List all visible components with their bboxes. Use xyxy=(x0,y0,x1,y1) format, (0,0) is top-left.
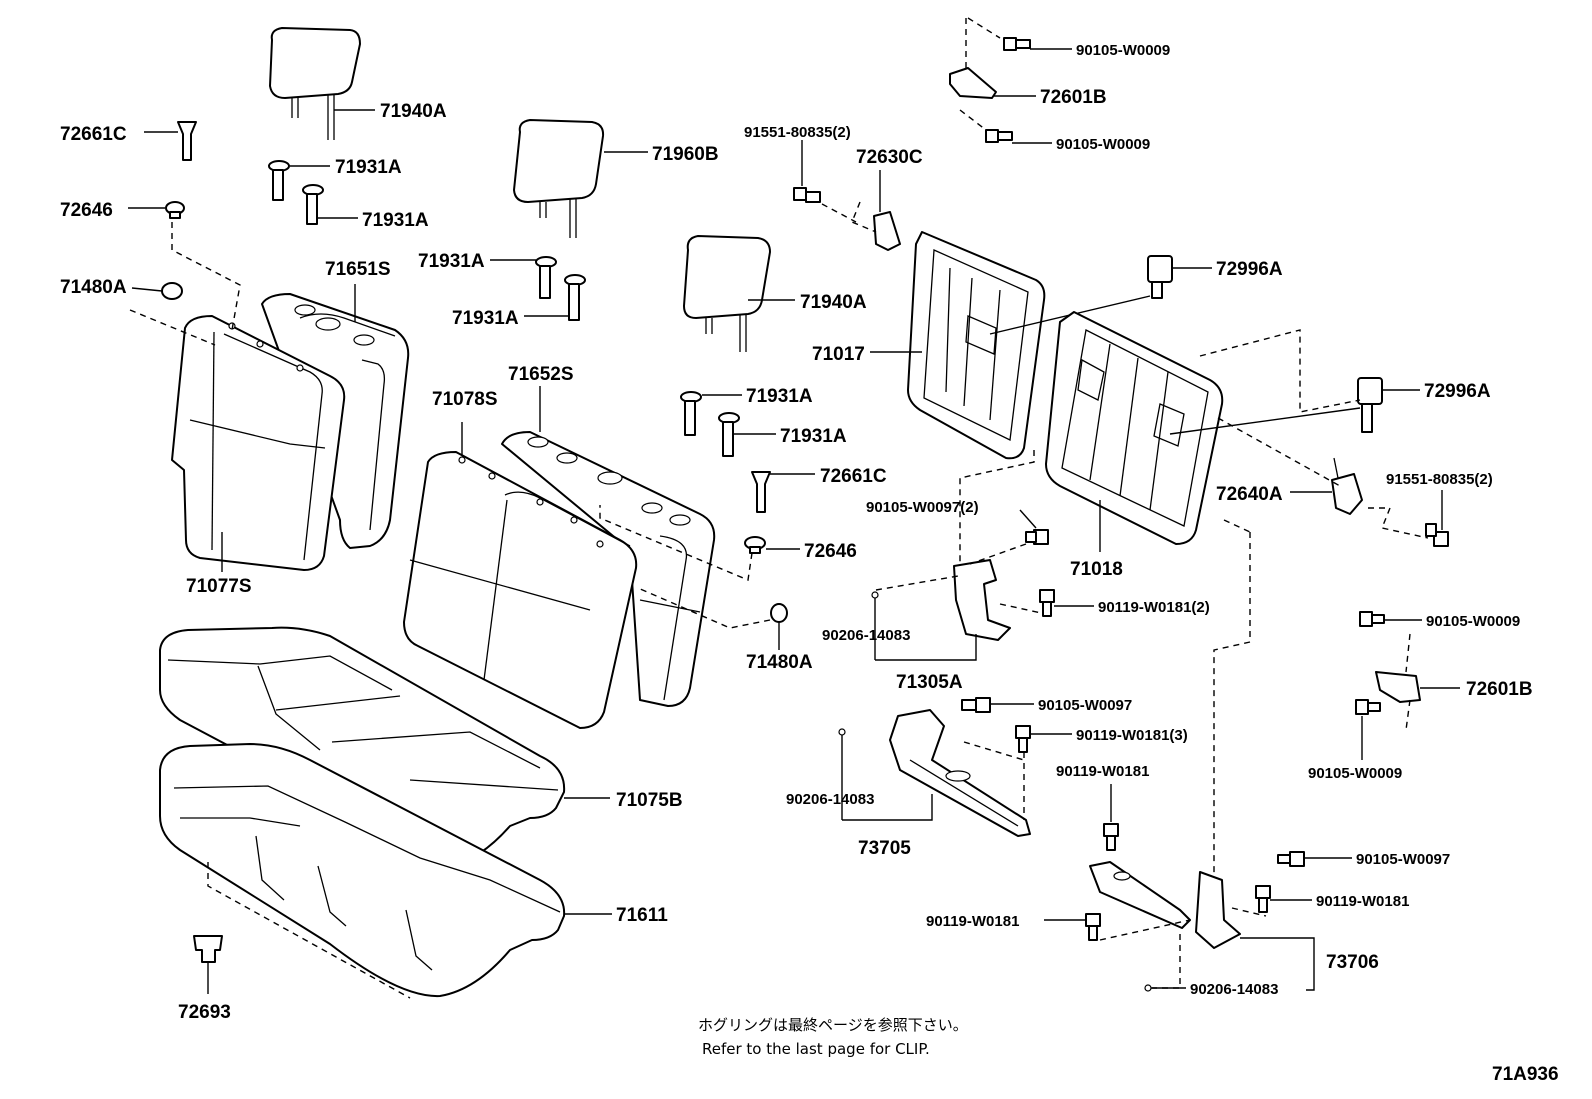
label-72646-mid: 72646 xyxy=(804,541,857,562)
label-72661C-mid: 72661C xyxy=(820,466,887,487)
guide-71931A-a xyxy=(268,160,290,201)
bracket-73705 xyxy=(889,709,1031,837)
label-71652S: 71652S xyxy=(508,364,574,385)
bolt-90105-W0097-right xyxy=(1277,851,1305,867)
label-72996A-top: 72996A xyxy=(1216,259,1283,280)
label-71651S: 71651S xyxy=(325,259,391,280)
label-71931A-a: 71931A xyxy=(335,157,402,178)
headrest-71960B xyxy=(513,119,605,238)
seatback-cover-71077S xyxy=(171,315,346,571)
guide-71931A-c xyxy=(535,256,557,299)
label-71940A-mid: 71940A xyxy=(800,292,867,313)
label-72646-left: 72646 xyxy=(60,200,113,221)
label-71078S: 71078S xyxy=(432,389,498,410)
clip-72646-left xyxy=(165,201,185,219)
bolt-90119-W0181-2x xyxy=(1039,589,1055,617)
label-71480A-left: 71480A xyxy=(60,277,127,298)
bolt-90105-W0097-2x xyxy=(1025,529,1049,545)
label-71931A-d: 71931A xyxy=(452,308,519,329)
label-91551-80835-right: 91551-80835(2) xyxy=(1386,471,1493,488)
hinge-72640A xyxy=(1331,457,1363,515)
label-71931A-e: 71931A xyxy=(746,386,813,407)
label-90119-W0181-2x: 90119-W0181(2) xyxy=(1098,599,1210,616)
clip-72693 xyxy=(193,935,223,963)
seatback-frame-71018 xyxy=(1045,311,1224,545)
bolt-90105-W0009-right1 xyxy=(1359,611,1385,627)
clip-72661C-mid xyxy=(751,471,771,513)
bolt-90105-W0097-mid xyxy=(961,697,991,713)
bolt-90105-W0009-top2 xyxy=(985,129,1013,143)
label-90105-W0097-mid: 90105-W0097 xyxy=(1038,697,1132,714)
label-71017: 71017 xyxy=(812,344,865,365)
label-90206-14083-b: 90206-14083 xyxy=(786,791,874,808)
label-72640A: 72640A xyxy=(1216,484,1283,505)
label-72601B-right: 72601B xyxy=(1466,679,1533,700)
label-90119-W0181-3x: 90119-W0181(3) xyxy=(1076,727,1188,744)
hinge-72630C xyxy=(873,211,901,251)
label-72661C-left: 72661C xyxy=(60,124,127,145)
guide-71931A-d xyxy=(564,274,586,321)
headrest-71940A-mid xyxy=(683,235,771,352)
note-english: Refer to the last page for CLIP. xyxy=(702,1040,930,1058)
label-90206-14083-a: 90206-14083 xyxy=(822,627,910,644)
guide-71931A-f xyxy=(718,412,740,457)
seatback-cover-71652S xyxy=(501,431,716,707)
label-90105-W0009-top2: 90105-W0009 xyxy=(1056,136,1150,153)
bolt-90119-W0181-3x xyxy=(1015,725,1031,753)
label-72996A-right: 72996A xyxy=(1424,381,1491,402)
seat-cushion-pad-71611 xyxy=(159,743,566,998)
bolt-90119-W0181-lower xyxy=(1085,913,1101,941)
label-71077S: 71077S xyxy=(186,576,252,597)
label-72601B-top: 72601B xyxy=(1040,87,1107,108)
label-73706: 73706 xyxy=(1326,952,1379,973)
bolt-91551-80835-right xyxy=(1425,523,1449,547)
label-90105-W0009-right2: 90105-W0009 xyxy=(1308,765,1402,782)
label-90105-W0009-right1: 90105-W0009 xyxy=(1426,613,1520,630)
label-71940A-top: 71940A xyxy=(380,101,447,122)
bracket-71305A xyxy=(953,559,1011,641)
label-90105-W0009-top1: 90105-W0009 xyxy=(1076,42,1170,59)
bolt-90119-W0181-vertical xyxy=(1103,823,1119,851)
clip-72646-mid xyxy=(744,536,766,554)
label-71611: 71611 xyxy=(616,905,668,926)
label-91551-80835-left: 91551-80835(2) xyxy=(744,124,851,141)
label-71075B: 71075B xyxy=(616,790,683,811)
bracket-73706 xyxy=(1089,861,1241,949)
guide-71931A-b xyxy=(302,184,324,225)
headrest-71940A-top xyxy=(269,27,361,140)
bolt-91551-80835-left xyxy=(793,187,821,203)
clip-72661C-left xyxy=(177,121,197,161)
label-71480A-right: 71480A xyxy=(746,652,813,673)
figure-code: 71A936 xyxy=(1492,1064,1559,1085)
label-72630C: 72630C xyxy=(856,147,923,168)
bolt-90105-W0009-top1 xyxy=(1003,37,1031,51)
hook-71480A-left xyxy=(161,282,183,300)
label-90119-W0181-vertical: 90119-W0181 xyxy=(1056,763,1149,780)
label-90105-W0097-right: 90105-W0097 xyxy=(1356,851,1450,868)
label-90119-W0181-lower: 90119-W0181 xyxy=(926,913,1019,930)
label-71931A-c: 71931A xyxy=(418,251,485,272)
bracket-72601B-top xyxy=(949,67,997,99)
anchor-72996A-right xyxy=(1357,377,1383,433)
note-japanese: ホグリングは最終ページを参照下さい。 xyxy=(698,1016,968,1034)
label-71960B: 71960B xyxy=(652,144,719,165)
label-90206-14083-c: 90206-14083 xyxy=(1190,981,1278,998)
label-71305A: 71305A xyxy=(896,672,963,693)
label-90119-W0181-right: 90119-W0181 xyxy=(1316,893,1409,910)
label-90105-W0097-2x: 90105-W0097(2) xyxy=(866,499,979,516)
label-73705: 73705 xyxy=(858,838,911,859)
bolt-90105-W0009-right2 xyxy=(1355,699,1381,715)
seatback-frame-71017 xyxy=(907,231,1046,460)
seatback-cover-71078S xyxy=(403,451,638,729)
anchor-72996A-top xyxy=(1147,255,1173,299)
label-71931A-f: 71931A xyxy=(780,426,847,447)
label-71018: 71018 xyxy=(1070,559,1123,580)
hook-71480A-right xyxy=(770,603,788,623)
bracket-72601B-right xyxy=(1375,671,1421,703)
label-72693: 72693 xyxy=(178,1002,231,1023)
label-71931A-b: 71931A xyxy=(362,210,429,231)
guide-71931A-e xyxy=(680,391,702,436)
bolt-90119-W0181-right xyxy=(1255,885,1271,913)
